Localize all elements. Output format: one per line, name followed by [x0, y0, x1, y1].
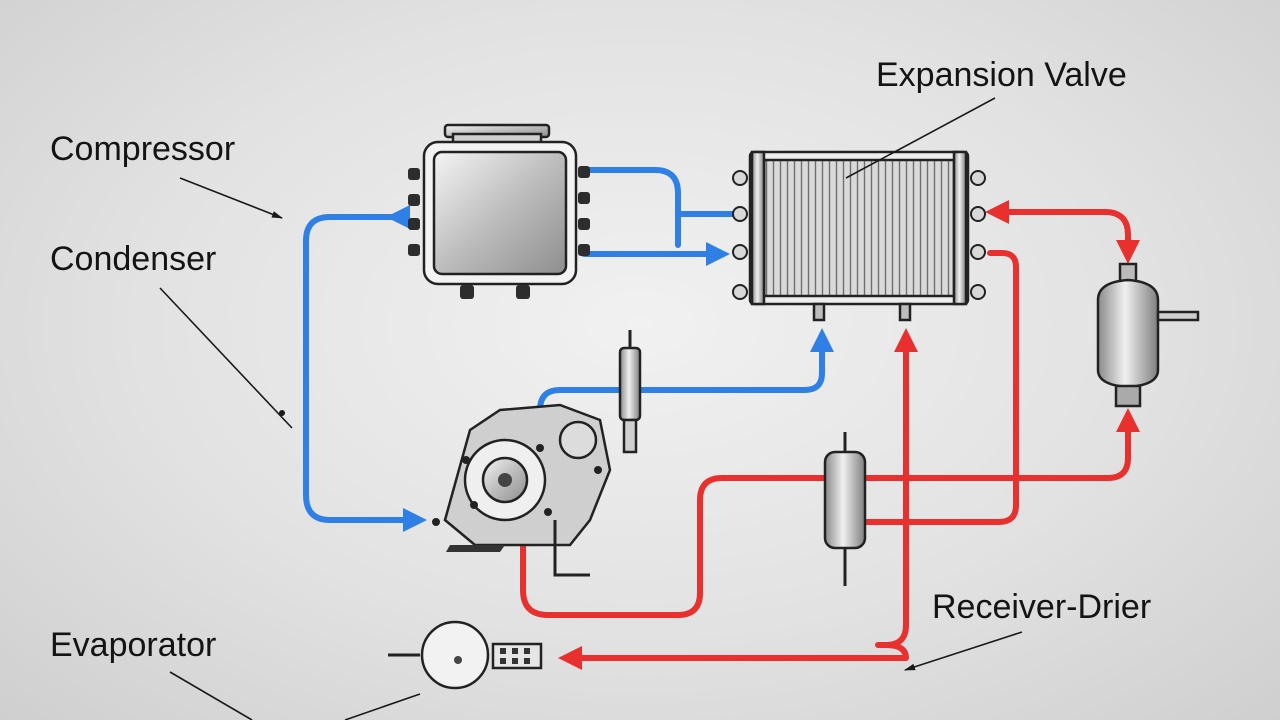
leader-condenser [159, 287, 293, 429]
leader-expansion-valve [845, 97, 996, 179]
red-lines [520, 200, 1140, 670]
radiator-unit [732, 150, 986, 322]
mechanical-pump-unit [432, 403, 612, 577]
red-pipe-top [985, 200, 1140, 264]
red-pipe-bottom [558, 642, 909, 670]
label-compressor: Compressor [50, 130, 236, 168]
leader-compressor [179, 177, 284, 219]
leader-receiver-drier [903, 631, 1023, 671]
inline-filter [618, 330, 642, 454]
leader-evaporator [169, 671, 253, 720]
blue-pipe-left-loop [303, 205, 427, 532]
accumulator-cylinder [823, 432, 867, 586]
label-evaporator: Evaporator [50, 626, 217, 664]
leader-evaporator-b [344, 693, 421, 720]
leader-lines [159, 97, 1023, 720]
label-condenser: Condenser [50, 240, 217, 278]
blue-pipe-lower [537, 328, 834, 418]
evaporator-unit [388, 620, 543, 690]
label-expansion-valve: Expansion Valve [876, 56, 1127, 94]
red-pipe-big-loop [520, 408, 1140, 618]
blue-pipe-top [581, 167, 681, 248]
compressor-unit [408, 123, 590, 299]
blue-lines [303, 167, 834, 532]
receiver-drier-canister [1096, 262, 1200, 408]
red-pipe-right-loop [859, 250, 1019, 525]
red-pipe-vertical [875, 328, 918, 648]
label-receiver-drier: Receiver-Drier [932, 588, 1152, 626]
